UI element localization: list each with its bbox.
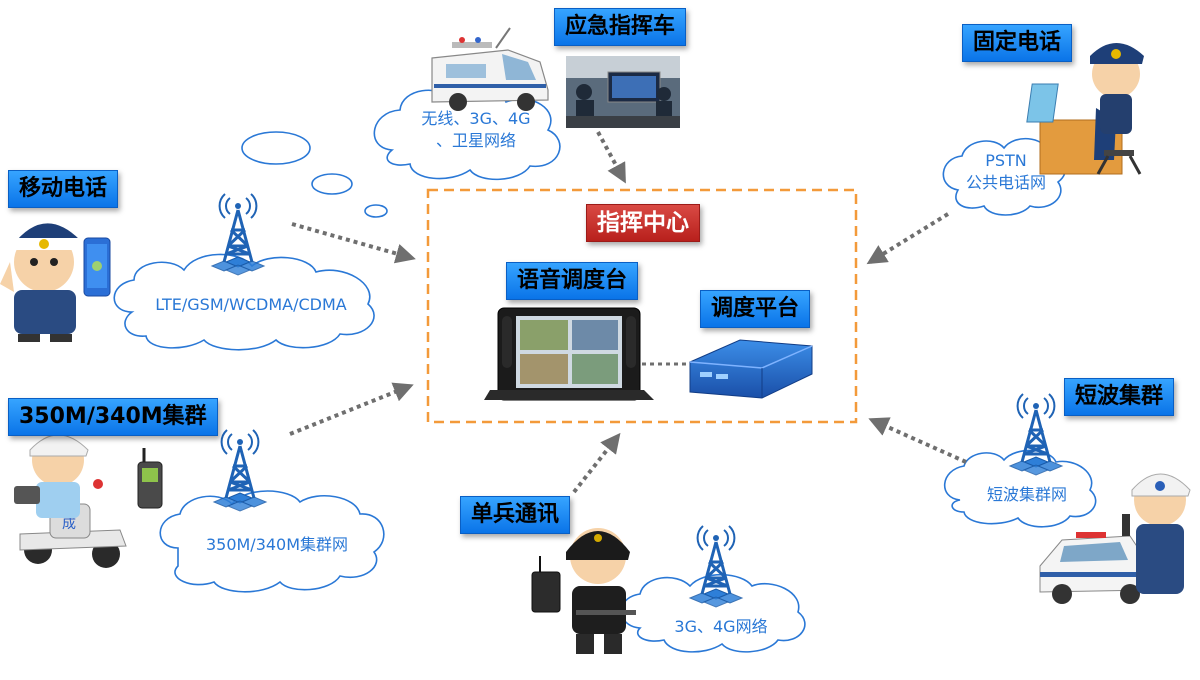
label-trunking-350m: 350M/340M集群 — [8, 398, 218, 436]
mobile-network-text: LTE/GSM/WCDMA/CDMA — [155, 295, 347, 314]
control-room-photo — [566, 56, 680, 128]
arrow-mobile-to-center — [291, 222, 416, 264]
svg-text:成: 成 — [62, 516, 76, 532]
arrow-shortwave-to-center — [868, 417, 967, 464]
police-car-icon — [1039, 473, 1191, 604]
label-command-vehicle: 应急指挥车 — [554, 8, 687, 46]
cloud-trunking-network — [159, 490, 385, 593]
soldier-network-text: 3G、4G网络 — [674, 617, 768, 636]
radio-device-icon — [531, 556, 561, 613]
console-device-icon — [484, 307, 654, 401]
walkie-talkie-icon — [137, 448, 163, 509]
label-soldier: 单兵通讯 — [460, 496, 571, 534]
command-center-box — [426, 188, 858, 424]
police-motorcycle-icon: 成 — [14, 434, 127, 568]
police-desk-icon — [1026, 43, 1144, 175]
vehicle-network-line1: 无线、3G、4G — [421, 109, 531, 128]
antenna-tower-icon — [210, 192, 266, 277]
shortwave-network-text: 短波集群网 — [986, 485, 1067, 504]
cloud-decor-small — [364, 204, 388, 218]
pstn-network-line2: 公共电话网 — [965, 173, 1046, 192]
cloud-decor-large — [241, 131, 311, 165]
cloud-shortwave-network — [943, 449, 1097, 528]
cloud-soldier-network — [620, 574, 806, 653]
antenna-tower-icon — [688, 524, 744, 609]
vehicle-network-line2: 、卫星网络 — [435, 131, 516, 150]
arrow-soldier-to-center — [572, 432, 621, 494]
label-mobile-phone: 移动电话 — [8, 170, 119, 208]
police-phone-icon — [0, 223, 80, 342]
label-voice-console: 语音调度台 — [506, 262, 639, 300]
label-dispatch-platform: 调度平台 — [700, 290, 811, 328]
label-fixed-phone: 固定电话 — [962, 24, 1073, 62]
cloud-vehicle-network — [373, 86, 561, 181]
arrow-pstn-to-center — [866, 212, 950, 265]
arrow-vehicle-to-center — [596, 131, 626, 184]
dispatch-server-icon — [689, 339, 813, 399]
arrow-trunking-to-center — [289, 382, 414, 436]
vehicle-network-text: 无线、3G、4G 、卫星网络 — [396, 108, 556, 152]
mobile-device-icon — [83, 237, 111, 297]
pstn-network-text: PSTN 公共电话网 — [946, 150, 1066, 194]
trunking-network-text: 350M/340M集群网 — [205, 535, 349, 554]
label-shortwave: 短波集群 — [1064, 378, 1175, 416]
antenna-tower-icon — [1008, 392, 1064, 477]
pstn-network-line1: PSTN — [985, 151, 1027, 170]
soldier-icon — [566, 528, 636, 654]
command-center-title: 指挥中心 — [586, 204, 700, 242]
cloud-decor-medium — [311, 173, 353, 195]
cloud-mobile-network — [113, 253, 375, 351]
command-vehicle-icon — [431, 27, 549, 111]
antenna-tower-icon — [212, 428, 268, 513]
